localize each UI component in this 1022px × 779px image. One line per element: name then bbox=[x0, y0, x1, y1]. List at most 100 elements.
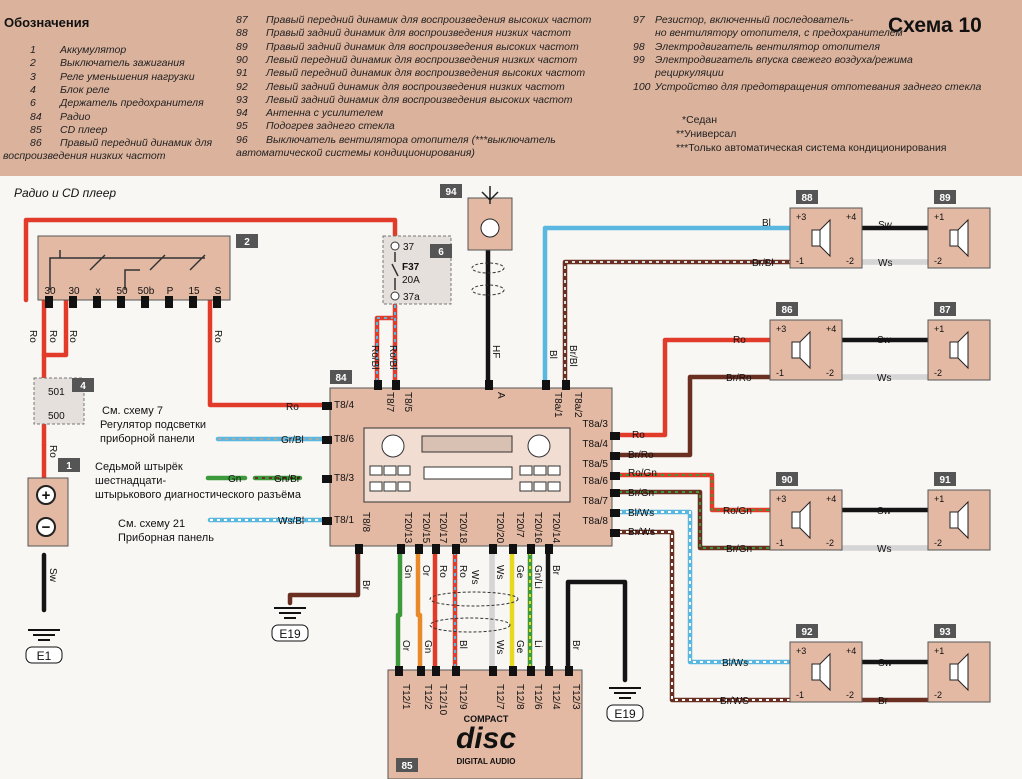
speaker-88-term: -1 bbox=[796, 256, 804, 266]
shield-marker bbox=[471, 284, 505, 296]
cd-pin: T12/9 bbox=[457, 684, 468, 710]
wl: Ro/Gn bbox=[723, 506, 752, 517]
radio-knob-left bbox=[381, 434, 405, 458]
tag-90: 90 bbox=[781, 475, 793, 486]
tag-87: 87 bbox=[939, 305, 951, 316]
radio-button bbox=[369, 481, 383, 492]
radio-pin-top: T8a/2 bbox=[572, 392, 583, 418]
wl: Bl/Ws bbox=[722, 658, 748, 669]
legend-item-text: Правый передний динамик для bbox=[60, 137, 213, 150]
switch-terminal-30: 30 bbox=[44, 286, 56, 297]
speaker-93-magnet bbox=[949, 663, 959, 681]
legend-item-number: 6 bbox=[30, 97, 36, 110]
relay-terminal-501: 501 bbox=[48, 387, 65, 398]
radio-pin-bottom: T8/8 bbox=[360, 512, 371, 532]
component-tag bbox=[796, 624, 818, 638]
connector-pin bbox=[610, 529, 620, 537]
radio-pin-left: T8/4 bbox=[334, 400, 354, 411]
legend-item: 1 Аккумулятор bbox=[30, 44, 126, 57]
wl: Br/Gn bbox=[726, 544, 752, 555]
speaker-93-term: +1 bbox=[934, 646, 944, 656]
speaker-87-term: +1 bbox=[934, 324, 944, 334]
shield-marker bbox=[429, 591, 519, 607]
legend-item-text: но вентилятору отопителя, с предохраните… bbox=[655, 27, 903, 40]
wire-br-e19 bbox=[287, 542, 361, 606]
shield-marker bbox=[429, 617, 511, 633]
legend-item-text: Правый задний динамик для воспроизведени… bbox=[266, 27, 571, 40]
radio-button bbox=[369, 465, 383, 476]
speaker-86-term: +4 bbox=[826, 324, 836, 334]
component-tag bbox=[934, 472, 956, 486]
component-tag bbox=[396, 758, 418, 772]
wire-br-ws-92-stripe bbox=[612, 531, 790, 701]
wire-ro-gn-90-stripe bbox=[612, 474, 770, 511]
ignition-switch-box bbox=[37, 235, 231, 301]
radio-pin-top: A bbox=[495, 392, 506, 399]
legend-item-number: 86 bbox=[30, 137, 42, 150]
radio-pin-left: T8/6 bbox=[334, 434, 354, 445]
cd-pin: T12/7 bbox=[494, 684, 505, 710]
radio-button bbox=[519, 465, 533, 476]
radio-pin-bottom: T20/18 bbox=[457, 512, 468, 544]
wl: Sw bbox=[878, 220, 893, 231]
component-boxes bbox=[25, 186, 991, 779]
tag-91: 91 bbox=[939, 475, 951, 486]
radio-pin-bottom: T20/7 bbox=[514, 512, 525, 538]
cd-pin: T12/1 bbox=[400, 684, 411, 710]
note-sedan: *Седан bbox=[682, 114, 718, 126]
wl: Or bbox=[420, 565, 431, 577]
wl: Ws bbox=[877, 373, 891, 384]
wl: Ws bbox=[878, 258, 892, 269]
wl: Ro bbox=[27, 330, 38, 343]
ground-e19-a-label: E19 bbox=[279, 627, 301, 641]
note-scheme7: См. схему 7 bbox=[102, 405, 163, 417]
battery-minus bbox=[36, 517, 56, 537]
switch-terminal-x: x bbox=[96, 286, 101, 297]
legend-item-text: Левый задний динамик для воспроизведения… bbox=[266, 80, 565, 93]
radio-pin-right: T8a/4 bbox=[582, 439, 608, 450]
speaker-89-term: +1 bbox=[934, 212, 944, 222]
tag-86: 86 bbox=[781, 305, 793, 316]
note-wagon: **Универсал bbox=[676, 128, 737, 140]
wl: Ws bbox=[494, 640, 505, 654]
wire-or-cd bbox=[415, 542, 423, 673]
radio-pin-top: T8a/1 bbox=[552, 392, 563, 418]
wire-gn-cd bbox=[395, 542, 403, 673]
radio-display bbox=[421, 435, 513, 453]
wl: Li bbox=[532, 640, 543, 648]
tag-6: 6 bbox=[438, 247, 444, 258]
connector-pin bbox=[322, 517, 332, 525]
cassette-slot bbox=[423, 466, 513, 480]
wire-cd-e19 bbox=[565, 579, 628, 683]
component-tag bbox=[330, 370, 352, 384]
wire-br-bl-88 bbox=[562, 259, 793, 391]
wl: Br bbox=[570, 640, 581, 651]
speaker-90-term: -2 bbox=[826, 538, 834, 548]
radio-button bbox=[533, 465, 547, 476]
connector-pin bbox=[69, 296, 77, 308]
note-scheme21: См. схему 21 bbox=[118, 518, 185, 530]
cd-pin: T12/2 bbox=[422, 684, 433, 710]
legend-item-text: Аккумулятор bbox=[60, 44, 127, 56]
legend-item-number: 4 bbox=[30, 83, 36, 96]
ground-e19-a-symbol bbox=[274, 607, 306, 619]
speaker-92-term: +3 bbox=[796, 646, 806, 656]
radio-pin-right: T8a/8 bbox=[582, 516, 608, 527]
radio-pin-bottom: T20/16 bbox=[532, 512, 543, 544]
note-dimmer: Регулятор подсветки bbox=[100, 419, 206, 431]
fuse-out: 37a bbox=[403, 292, 420, 303]
connector-pin bbox=[452, 544, 460, 554]
speaker-88-cone bbox=[819, 218, 831, 258]
component-tag bbox=[440, 184, 462, 198]
note-diag-connector: штырькового диагностического разъёма bbox=[95, 489, 302, 501]
legend-item-number: 1 bbox=[30, 44, 36, 56]
wl: Ge bbox=[514, 565, 525, 579]
connector-pin bbox=[165, 296, 173, 308]
speaker-89-magnet bbox=[949, 229, 959, 247]
legend-item-number: 93 bbox=[236, 93, 248, 106]
wl: Sw bbox=[877, 506, 892, 517]
legend-item-text: рециркуляции bbox=[655, 67, 724, 80]
component-tag bbox=[236, 234, 258, 248]
